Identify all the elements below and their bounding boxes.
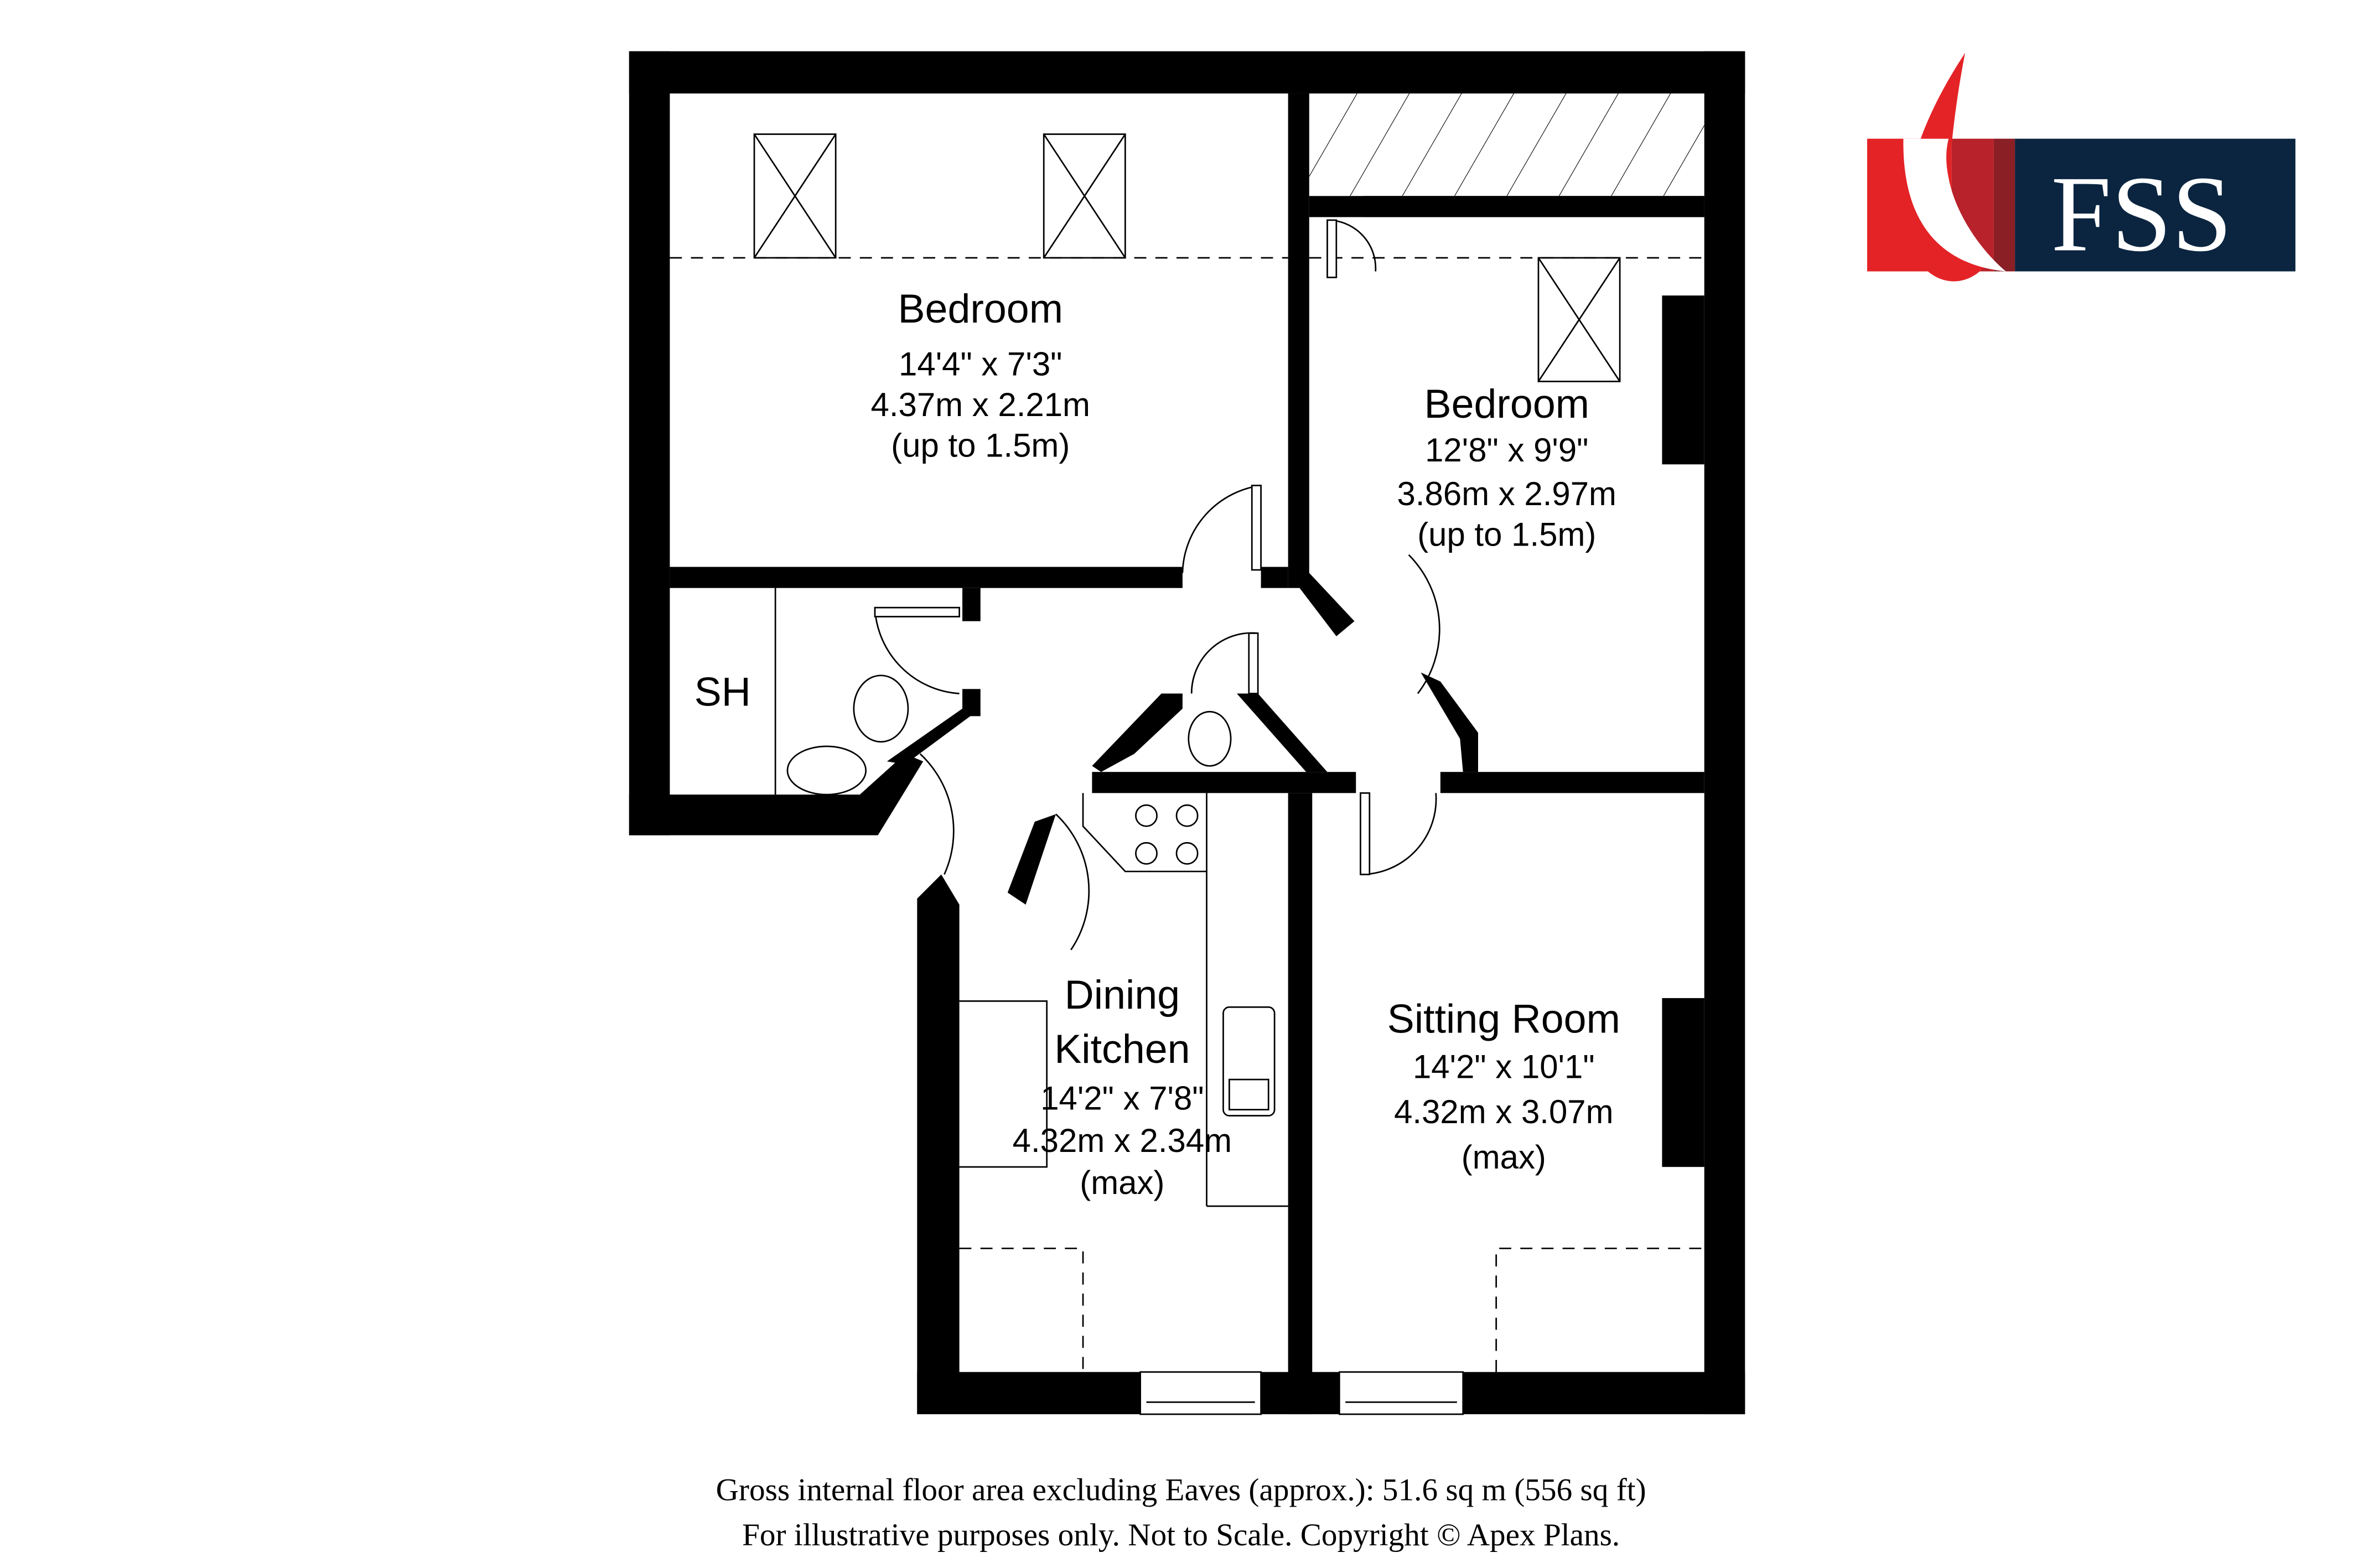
footer: Gross internal floor area excluding Eave… — [716, 1472, 1646, 1553]
room-sitting-room: Sitting Room 14'2" x 10'1" 4.32m x 3.07m… — [1387, 996, 1620, 1176]
room-metric: 4.37m x 2.21m — [871, 386, 1090, 423]
room-imperial: 12'8" x 9'9" — [1425, 432, 1588, 469]
room-name: Sitting Room — [1387, 996, 1620, 1042]
copyright-note: For illustrative purposes only. Not to S… — [742, 1518, 1620, 1553]
room-shower: SH — [695, 668, 751, 714]
room-metric: 4.32m x 2.34m — [1013, 1122, 1232, 1159]
room-name: Bedroom — [898, 285, 1063, 331]
room-note: (max) — [1461, 1139, 1546, 1176]
fixtures — [774, 588, 1288, 1207]
room-name-line2: Kitchen — [1054, 1026, 1190, 1072]
room-bedroom-1: Bedroom 14'4" x 7'3" 4.37m x 2.21m (up t… — [871, 285, 1090, 464]
hob-icon — [1135, 804, 1199, 865]
logo-text: FSS — [2051, 154, 2232, 274]
eaves-store — [1309, 93, 1704, 196]
room-dining-kitchen: Dining Kitchen 14'2" x 7'8" 4.32m x 2.34… — [1013, 972, 1232, 1201]
kitchen-worktop — [1082, 793, 1207, 873]
room-name: SH — [695, 668, 751, 714]
room-note: (up to 1.5m) — [891, 427, 1070, 464]
basin-icon — [786, 745, 867, 796]
room-note: (max) — [1080, 1164, 1164, 1201]
hot-water-cylinder-icon — [1188, 710, 1232, 767]
room-name: Bedroom — [1424, 381, 1590, 427]
windows — [1139, 1371, 1464, 1415]
room-name-line1: Dining — [1065, 972, 1180, 1017]
walls — [629, 51, 1745, 1415]
room-metric: 3.86m x 2.97m — [1397, 475, 1616, 512]
fss-logo: FSS — [1867, 53, 2295, 282]
floor-area-note: Gross internal floor area excluding Eave… — [716, 1472, 1646, 1507]
skylights — [753, 133, 1621, 382]
doors — [874, 219, 1440, 951]
room-note: (up to 1.5m) — [1417, 516, 1596, 553]
toilet-icon — [853, 674, 909, 743]
room-metric: 4.32m x 3.07m — [1394, 1093, 1613, 1130]
room-bedroom-2: Bedroom 12'8" x 9'9" 3.86m x 2.97m (up t… — [1397, 381, 1616, 553]
room-imperial: 14'2" x 7'8" — [1040, 1080, 1204, 1117]
room-imperial: 14'4" x 7'3" — [899, 346, 1062, 383]
room-imperial: 14'2" x 10'1" — [1413, 1048, 1595, 1085]
sink-icon — [1222, 1006, 1276, 1117]
